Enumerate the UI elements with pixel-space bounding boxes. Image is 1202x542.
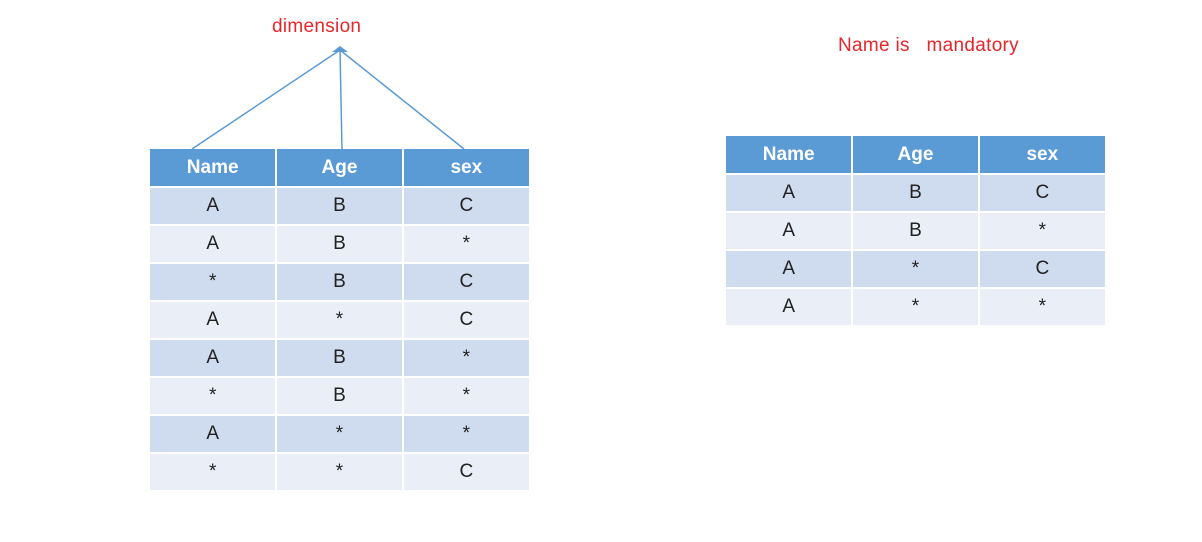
table-row: A B *	[150, 224, 529, 263]
header-name: Name	[150, 149, 277, 188]
cell-sex: C	[401, 300, 529, 339]
cell-sex: C	[401, 186, 529, 225]
cell-sex: *	[401, 376, 529, 415]
table-row: A * C	[726, 249, 1105, 288]
cell-age: B	[851, 211, 979, 250]
cell-name: *	[150, 376, 277, 415]
table-row: * B *	[150, 376, 529, 415]
cell-name: A	[726, 249, 853, 288]
cell-age: *	[851, 249, 979, 288]
table-row: A * C	[150, 300, 529, 339]
cell-sex: *	[401, 338, 529, 377]
cell-sex: C	[401, 262, 529, 301]
table-row: A B C	[150, 186, 529, 225]
cell-age: B	[851, 173, 979, 212]
cell-sex: C	[401, 452, 529, 490]
cell-sex: *	[977, 211, 1105, 250]
header-sex: sex	[977, 136, 1105, 175]
cell-name: A	[726, 211, 853, 250]
arrowhead-icon	[332, 46, 348, 52]
connector-line-age	[339, 49, 343, 150]
cell-age: *	[851, 287, 979, 325]
connector-line-name	[191, 49, 341, 150]
cell-age: B	[275, 186, 403, 225]
table-row: A * *	[150, 414, 529, 453]
cell-age: *	[275, 300, 403, 339]
cell-name: A	[150, 300, 277, 339]
header-age: Age	[275, 149, 403, 188]
table-header-row: Name Age sex	[726, 136, 1105, 175]
header-age: Age	[851, 136, 979, 175]
mandatory-note: Name is mandatory	[838, 35, 1019, 56]
table-row: A B *	[150, 338, 529, 377]
cell-sex: *	[401, 414, 529, 453]
cell-age: B	[275, 338, 403, 377]
table-row: A * *	[726, 287, 1105, 325]
cell-sex: C	[977, 249, 1105, 288]
header-name: Name	[726, 136, 853, 175]
cell-age: *	[275, 414, 403, 453]
connector-line-sex	[339, 49, 465, 150]
dimension-label: dimension	[272, 16, 362, 37]
cell-name: A	[150, 224, 277, 263]
cell-sex: C	[977, 173, 1105, 212]
header-sex: sex	[401, 149, 529, 188]
name-mandatory-combinations-table: Name Age sex A B C A B * A * C A * *	[726, 136, 1105, 325]
table-row: * * C	[150, 452, 529, 490]
cell-name: *	[150, 452, 277, 490]
cell-name: A	[150, 414, 277, 453]
table-row: A B C	[726, 173, 1105, 212]
cell-sex: *	[401, 224, 529, 263]
cell-age: *	[275, 452, 403, 490]
cell-name: A	[726, 173, 853, 212]
table-row: * B C	[150, 262, 529, 301]
cell-name: A	[150, 338, 277, 377]
all-dimension-combinations-table: Name Age sex A B C A B * * B C A * C A B…	[150, 149, 529, 490]
table-header-row: Name Age sex	[150, 149, 529, 188]
cell-sex: *	[977, 287, 1105, 325]
cell-name: A	[150, 186, 277, 225]
cell-age: B	[275, 262, 403, 301]
table-row: A B *	[726, 211, 1105, 250]
cell-age: B	[275, 224, 403, 263]
cell-age: B	[275, 376, 403, 415]
cell-name: A	[726, 287, 853, 325]
cell-name: *	[150, 262, 277, 301]
